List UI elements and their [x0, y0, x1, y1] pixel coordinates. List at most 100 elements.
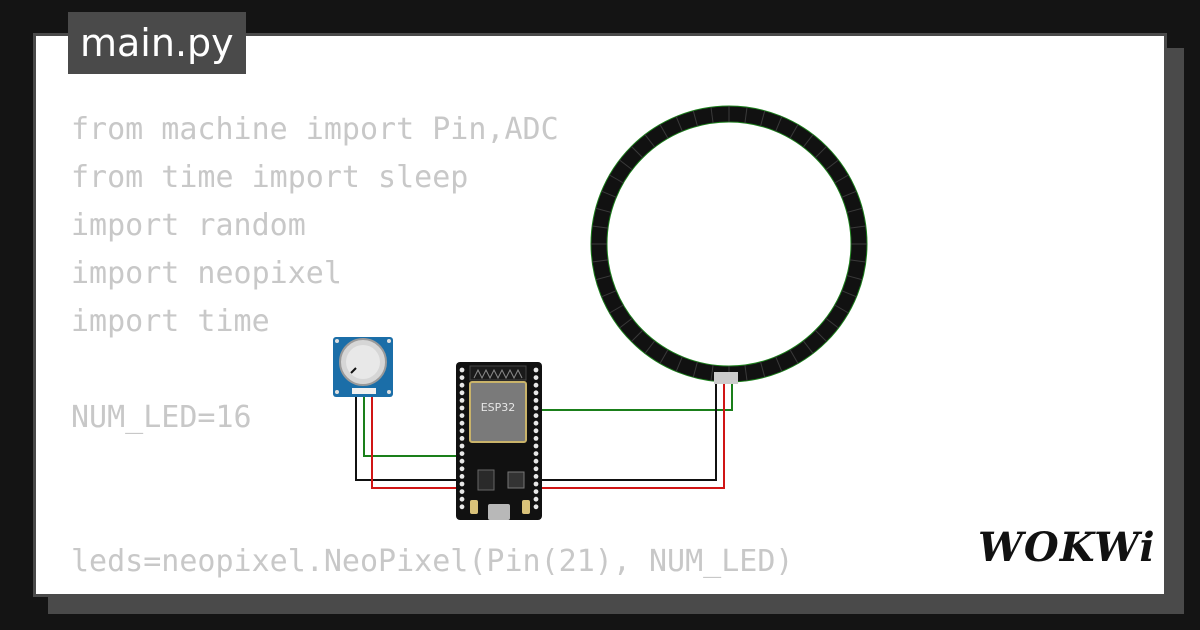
header-pin	[533, 504, 539, 510]
header-pin	[533, 413, 539, 418]
wires	[355, 382, 733, 489]
header-pin	[533, 443, 539, 449]
code-line: pot=ADC(Pin(34,Pin.IN))	[71, 586, 793, 594]
ring-led-divider	[825, 317, 839, 329]
usb-port	[488, 504, 510, 520]
ring-led-divider	[814, 329, 827, 342]
ring-led-divider	[834, 174, 849, 184]
header-pin	[459, 489, 465, 494]
ring-led-divider	[692, 361, 698, 378]
esp32-label: ESP32	[481, 401, 516, 414]
pot-knob-indicator	[350, 367, 357, 374]
header-pin	[533, 451, 539, 456]
file-tab[interactable]: main.py	[68, 12, 246, 74]
ring-led-divider	[619, 159, 633, 171]
ring-led-divider	[760, 110, 766, 127]
ring-led-divider	[744, 364, 748, 381]
header-pin	[459, 481, 465, 487]
wire-ground-ring	[535, 382, 717, 481]
ring-led-divider	[849, 259, 866, 263]
header-pin	[533, 390, 539, 396]
boot-button[interactable]	[470, 500, 478, 514]
ring-led-divider	[631, 329, 644, 342]
header-pin	[533, 428, 539, 434]
header-pin	[459, 390, 465, 396]
header-pin	[459, 496, 465, 502]
ring-led-divider	[631, 146, 644, 159]
ring-led-divider	[675, 116, 683, 132]
header-pin	[533, 458, 539, 464]
header-pin	[459, 458, 465, 464]
header-pin	[533, 481, 539, 487]
header-pin	[459, 474, 465, 479]
code-line: import neopixel	[71, 256, 342, 291]
ring-led-divider	[595, 207, 612, 213]
ring-led-divider	[841, 190, 857, 198]
ring-led-divider	[692, 110, 698, 127]
header-pin	[459, 413, 465, 418]
header-pin	[533, 405, 539, 411]
header-pin	[533, 489, 539, 494]
code-listing: from machine import Pin,ADC from time imp…	[71, 106, 794, 594]
ring-led-divider	[825, 159, 839, 171]
header-pin	[459, 428, 465, 434]
ring-led-divider	[592, 225, 609, 229]
code-line: NUM_LED=16	[71, 400, 252, 435]
potentiometer[interactable]	[333, 337, 393, 397]
header-pin	[459, 367, 465, 373]
ring-led-segments	[591, 106, 867, 382]
ring-led-divider	[814, 146, 827, 159]
wokwi-logo: WOKWi	[978, 524, 1156, 571]
header-pin	[459, 443, 465, 449]
header-pin	[459, 466, 465, 472]
ring-led-divider	[592, 259, 609, 263]
ring-led-divider	[609, 174, 624, 184]
ring-led-divider	[775, 116, 783, 132]
ring-led-divider	[619, 317, 633, 329]
header-pin	[533, 367, 539, 373]
header-pin	[533, 436, 539, 441]
ring-led-divider	[710, 364, 714, 381]
ring-connector	[714, 372, 738, 384]
esp32-board[interactable]: ESP32	[456, 362, 542, 520]
ring-led-divider	[675, 356, 683, 372]
ring-led-divider	[744, 107, 748, 124]
header-pin	[459, 405, 465, 411]
code-line: leds=neopixel.NeoPixel(Pin(21), NUM_LED)	[71, 544, 794, 579]
header-pin	[459, 382, 465, 388]
ring-led-divider	[609, 304, 624, 314]
board-pins	[459, 367, 539, 510]
ring-led-divider	[710, 107, 714, 124]
ring-led-divider	[659, 124, 669, 139]
ring-led-divider	[760, 361, 766, 378]
code-line: from machine import Pin,ADC	[71, 112, 559, 147]
ring-led-divider	[789, 124, 799, 139]
header-pin	[459, 398, 465, 403]
header-pin	[459, 436, 465, 441]
wire-power-ring	[535, 382, 725, 489]
header-pin	[533, 496, 539, 502]
ring-led-divider	[802, 134, 814, 148]
header-pin	[533, 466, 539, 472]
ring-led-divider	[601, 290, 617, 298]
header-pin	[533, 474, 539, 479]
header-pin	[533, 420, 539, 426]
ring-led-divider	[834, 304, 849, 314]
wire-data-ring	[535, 382, 733, 411]
code-line: import time	[71, 304, 270, 339]
reset-button[interactable]	[522, 500, 530, 514]
ring-led-divider	[846, 275, 863, 281]
wire-power-pot	[371, 392, 462, 489]
neopixel-ring[interactable]	[590, 105, 868, 384]
header-pin	[459, 420, 465, 426]
ring-led-divider	[802, 340, 814, 354]
code-line: from time import sleep	[71, 160, 469, 195]
header-pin	[533, 398, 539, 403]
ring-led-divider	[789, 349, 799, 364]
ring-led-divider	[841, 290, 857, 298]
wire-signal-pot	[363, 392, 462, 457]
preview-card: from machine import Pin,ADC from time imp…	[33, 33, 1167, 597]
header-pin	[459, 375, 465, 380]
ring-led-divider	[775, 356, 783, 372]
